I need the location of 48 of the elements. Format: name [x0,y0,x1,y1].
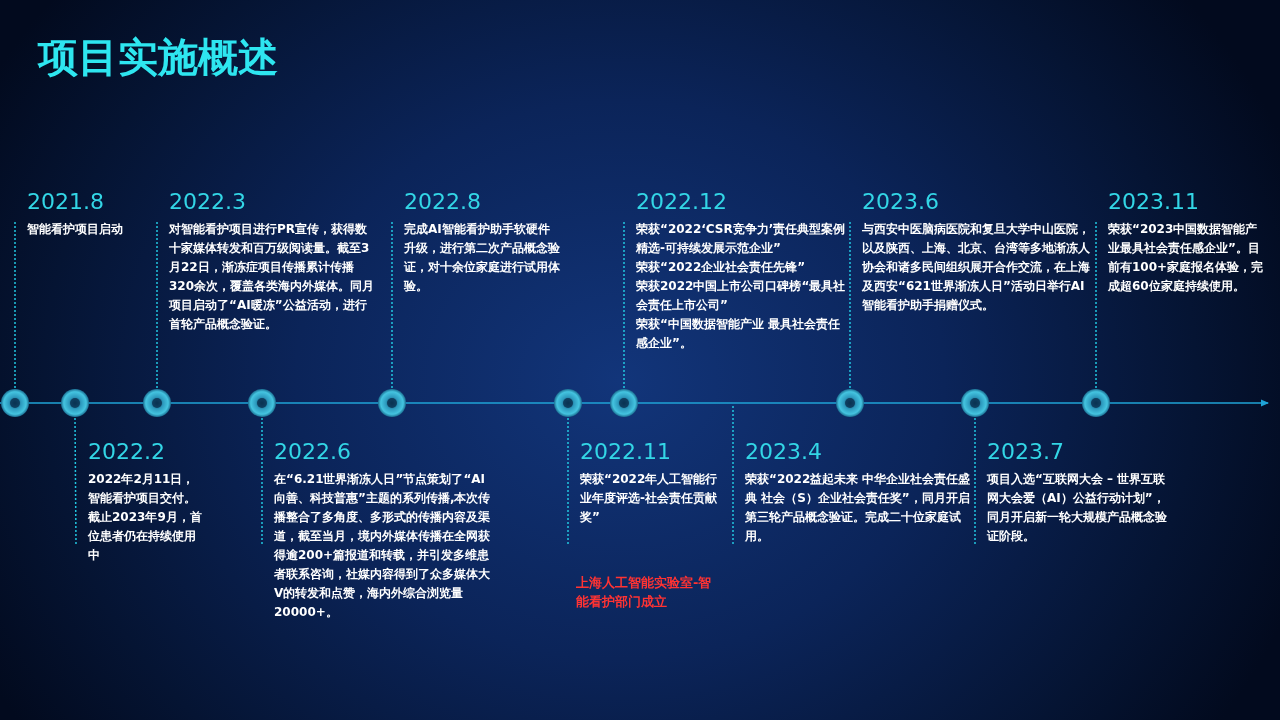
leader-line [156,220,158,389]
event-date: 2023.11 [1108,188,1200,216]
event-date: 2022.12 [636,188,728,216]
timeline-marker [377,388,407,418]
event-description: 荣获2022中国上市公司口碑榜“最具社会责任上市公司” [636,278,846,314]
leader-line [1095,220,1097,389]
leader-line [14,220,16,389]
timeline-marker [835,388,865,418]
event-date: 2022.3 [169,188,247,216]
event-date: 2023.6 [862,188,940,216]
event-description: 对智能看护项目进行PR宣传，获得数十家媒体转发和百万级阅读量。截至3月22日，渐冻症项目传播累计传播320余次，覆盖各类海内外媒体。同月项目启动了“AI暖冻”公益活动，进行首轮产品概念验证。 [169,221,375,333]
leader-line [974,417,976,547]
event-description: 在“6.21世界渐冻人日”节点策划了“AI向善、科技普惠”主题的系列传播,本次传播整合了多角度、多形式的传播内容及渠道，截至当月，境内外媒体传播在全网获得逾200+篇报道和转载，并引发多维患者联系咨询，社媒内容得到了众多媒体大V的转发和点赞，海内外综合浏览量20000+。 [274,471,492,621]
timeline-marker [0,388,30,418]
event-description: 智能看护项目启动 [27,221,124,238]
event-description: 荣获“2022年人工智能行业年度评选-社会责任贡献奖” [580,471,719,526]
timeline-marker [142,388,172,418]
leader-line [849,220,851,389]
slide-title: 项目实施概述 [38,33,278,82]
event-description: 与西安中医脑病医院和复旦大学中山医院，以及陕西、上海、北京、台湾等多地渐冻人协会和诸多民间组织展开合作交流，在上海及西安“621世界渐冻人日”活动日举行AI智能看护助手捐赠仪式。 [862,221,1091,314]
leader-line [732,405,734,547]
event-description: 荣获“2022企业社会责任先锋” [636,259,807,276]
leader-line [391,220,393,389]
leader-line [623,220,625,389]
timeline-marker [1081,388,1111,418]
leader-line [567,417,569,547]
event-description: 项目入选“互联网大会 – 世界互联网大会爱（AI）公益行动计划”，同月开启新一轮大规模产品概念验证阶段。 [987,471,1167,545]
event-date: 2022.6 [274,438,352,466]
timeline-marker [609,388,639,418]
event-date: 2023.4 [745,438,823,466]
event-date: 2021.8 [27,188,105,216]
timeline-marker [960,388,990,418]
leader-line [74,417,77,547]
timeline-marker [247,388,277,418]
note-text: 上海人工智能实验室-智能看护部门成立 [576,574,713,611]
event-description: 荣获“2023中国数据智能产业最具社会责任感企业”。目前有100+家庭报名体验，完成超60位家庭持续使用。 [1108,221,1265,295]
event-date: 2022.8 [404,188,482,216]
event-description: 荣获“2022‘CSR竞争力’责任典型案例精选-可持续发展示范企业” [636,221,846,257]
event-description: 2022年2月11日，智能看护项目交付。截止2023年9月，首位患者仍在持续使用中 [88,471,203,564]
event-date: 2023.7 [987,438,1065,466]
timeline-marker [553,388,583,418]
event-date: 2022.11 [580,438,672,466]
event-date: 2022.2 [88,438,166,466]
leader-line [261,417,263,547]
event-description: 完成AI智能看护助手软硬件升级，进行第二次产品概念验证，对十余位家庭进行试用体验。 [404,221,560,295]
timeline-marker [60,388,90,418]
event-description: 荣获“2022益起未来 中华企业社会责任盛典 社会（S）企业社会责任奖”，同月开启第三轮产品概念验证。完成二十位家庭试用。 [745,471,972,545]
event-description: 荣获“中国数据智能产业 最具社会责任感企业”。 [636,316,842,352]
